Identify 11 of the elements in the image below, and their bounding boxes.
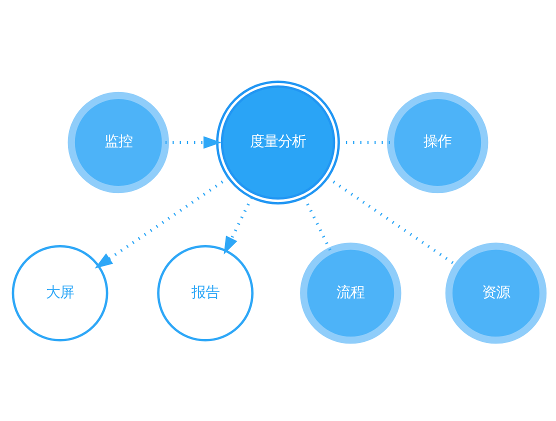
node-circle: 流程 bbox=[300, 242, 402, 344]
node-circle: 报告 bbox=[157, 244, 254, 341]
connector bbox=[303, 196, 332, 251]
arrow bbox=[224, 196, 253, 254]
node-circle: 操作 bbox=[386, 91, 488, 193]
node-circle: 度量分析 bbox=[216, 80, 340, 204]
node-circle: 大屏 bbox=[12, 244, 108, 341]
node-circle: 资源 bbox=[445, 242, 547, 344]
arrow bbox=[165, 136, 222, 148]
node-circle: 监控 bbox=[68, 91, 170, 193]
arrow bbox=[94, 176, 230, 268]
